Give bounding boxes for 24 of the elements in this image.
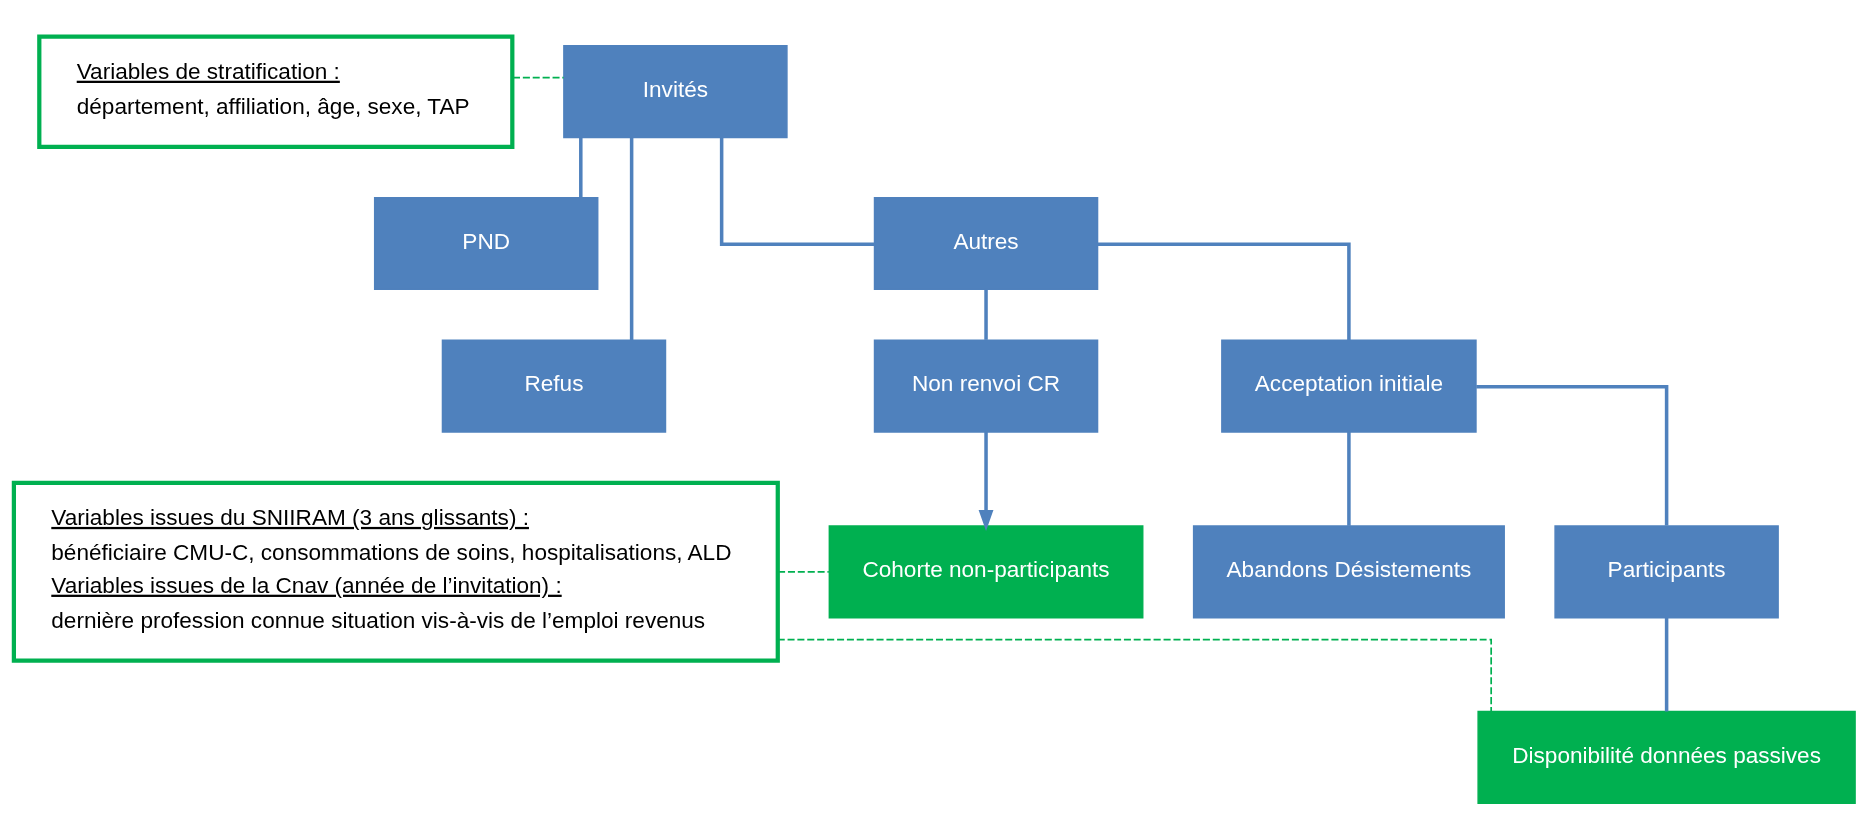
node-box: Abandons Désistements bbox=[1192, 524, 1505, 618]
node-box: Non renvoi CR bbox=[873, 339, 1099, 433]
node-box: Refus bbox=[441, 339, 667, 433]
connector bbox=[512, 76, 565, 78]
connector bbox=[984, 288, 988, 340]
node-box: Cohorte non-participants bbox=[828, 524, 1144, 618]
connector bbox=[777, 570, 830, 573]
connector bbox=[1476, 384, 1669, 526]
node-box: Autres bbox=[873, 196, 1099, 290]
node-box: Acceptation initiale bbox=[1221, 339, 1477, 433]
node-box: Participants bbox=[1554, 524, 1779, 618]
node-box: Variables issues du SNIIRAM (3 ans glissants) : bénéficiaire CMU-C, consommations de soins, hospitalisations, ALD Variables issues de la Cnav (année de l’invitation) : dernière profession connue situation vis-à-vis de l’emploi revenus bbox=[11, 480, 780, 663]
connector bbox=[719, 137, 875, 246]
connector bbox=[1347, 431, 1351, 526]
connector bbox=[1097, 241, 1351, 340]
node-box: Invités bbox=[563, 44, 788, 138]
connector bbox=[579, 137, 583, 197]
node-box: Disponibilité données passives bbox=[1477, 710, 1856, 804]
connector bbox=[1664, 617, 1669, 711]
connector bbox=[776, 638, 1492, 712]
node-box: Variables de stratification : département, affiliation, âge, sexe, TAP bbox=[37, 34, 515, 149]
node-box: PND bbox=[373, 196, 599, 290]
arrow bbox=[978, 431, 994, 531]
connector bbox=[629, 137, 634, 340]
